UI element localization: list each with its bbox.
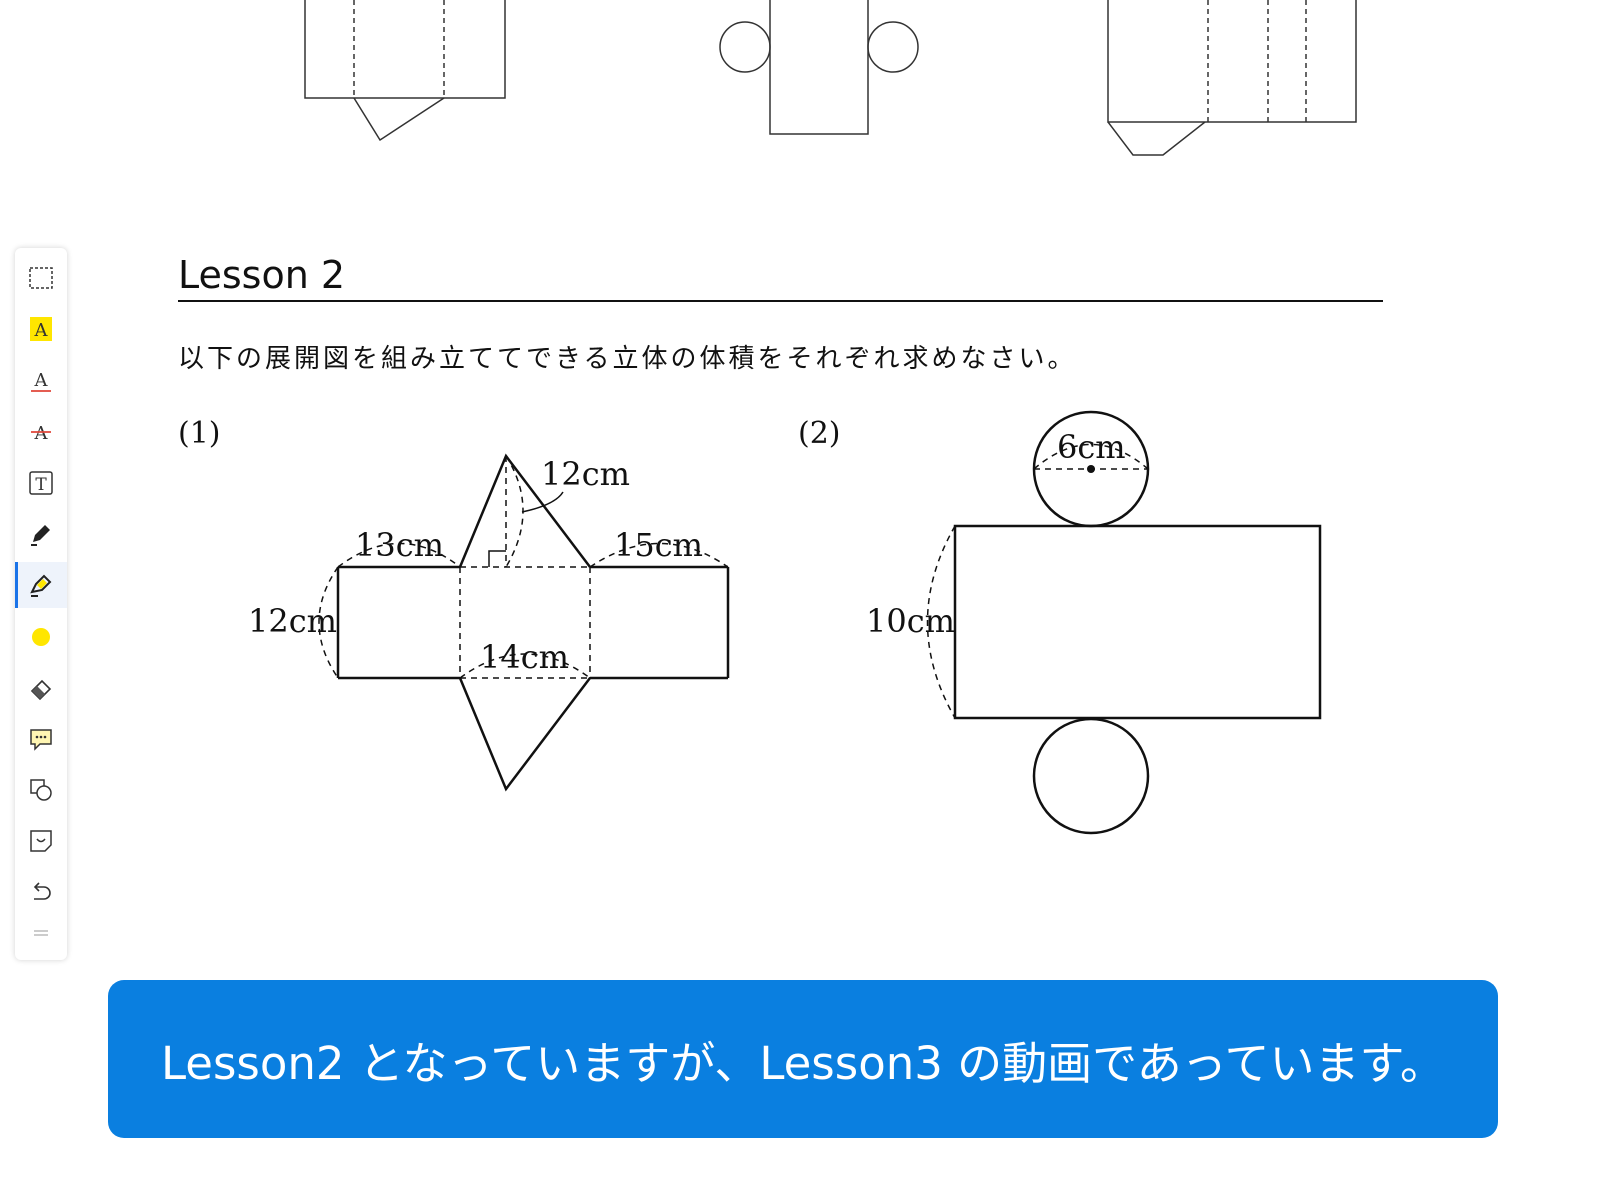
dim-apex-height: 12cm <box>541 455 630 493</box>
underline-tool[interactable]: A <box>15 358 67 404</box>
problem-2-label: (2) <box>798 416 841 451</box>
dim-height: 12cm <box>248 602 337 640</box>
highlighter-icon <box>30 574 52 597</box>
highlight-a-icon: A <box>30 317 52 341</box>
yellow-dot-icon <box>32 628 50 646</box>
color-picker[interactable] <box>15 614 67 660</box>
pen-icon <box>31 525 50 546</box>
comment-icon <box>30 729 52 751</box>
sticky-note-icon <box>30 830 52 852</box>
previous-lesson-figures <box>304 0 1357 156</box>
text-box-icon: T <box>29 471 53 495</box>
highlighter-tool[interactable] <box>15 562 67 608</box>
instruction-text: 以下の展開図を組み立ててできる立体の体積をそれぞれ求めなさい。 <box>178 344 1077 374</box>
shapes-icon <box>30 779 52 801</box>
strikethrough-tool[interactable]: A <box>15 409 67 455</box>
dim-right-side: 15cm <box>614 526 703 564</box>
eraser-icon <box>30 679 52 701</box>
highlight-text-tool[interactable]: A <box>15 306 67 352</box>
lesson-heading: Lesson 2 <box>178 252 1383 302</box>
problem-1-label: (1) <box>178 416 221 451</box>
text-box-tool[interactable]: T <box>15 460 67 506</box>
undo-icon <box>33 882 51 900</box>
dim-diameter: 6cm <box>1057 428 1126 466</box>
underline-a-icon: A <box>31 370 51 392</box>
eraser-tool[interactable] <box>15 665 67 711</box>
toolbar-drag-handle[interactable] <box>15 918 67 948</box>
pen-tool[interactable] <box>15 511 67 557</box>
subtitle-caption: Lesson2 となっていますが、Lesson3 の動画であっています。 <box>108 980 1498 1138</box>
svg-text:A: A <box>34 370 49 391</box>
dim-cylinder-height: 10cm <box>866 602 955 640</box>
drag-handle-icon <box>34 930 48 936</box>
leader-line <box>521 491 564 513</box>
sticky-note-tool[interactable] <box>15 818 67 864</box>
dim-base: 14cm <box>480 638 569 676</box>
strikethrough-a-icon: A <box>31 423 51 444</box>
net2-rectangle <box>953 524 1322 720</box>
svg-text:A: A <box>34 423 49 444</box>
svg-text:A: A <box>34 320 49 341</box>
shapes-tool[interactable] <box>15 767 67 813</box>
undo-button[interactable] <box>15 869 67 915</box>
right-angle-mark <box>488 550 506 567</box>
annotation-toolbar: A A A T <box>15 248 67 960</box>
comment-tool[interactable] <box>15 716 67 762</box>
dashed-rectangle-icon <box>29 267 53 289</box>
selection-tool[interactable] <box>15 255 67 301</box>
center-dot <box>1087 465 1095 473</box>
dim-left-side: 13cm <box>355 526 444 564</box>
net1-bottom-triangle <box>458 677 591 792</box>
svg-text:T: T <box>35 475 47 495</box>
net2-bottom-circle <box>1032 717 1150 835</box>
